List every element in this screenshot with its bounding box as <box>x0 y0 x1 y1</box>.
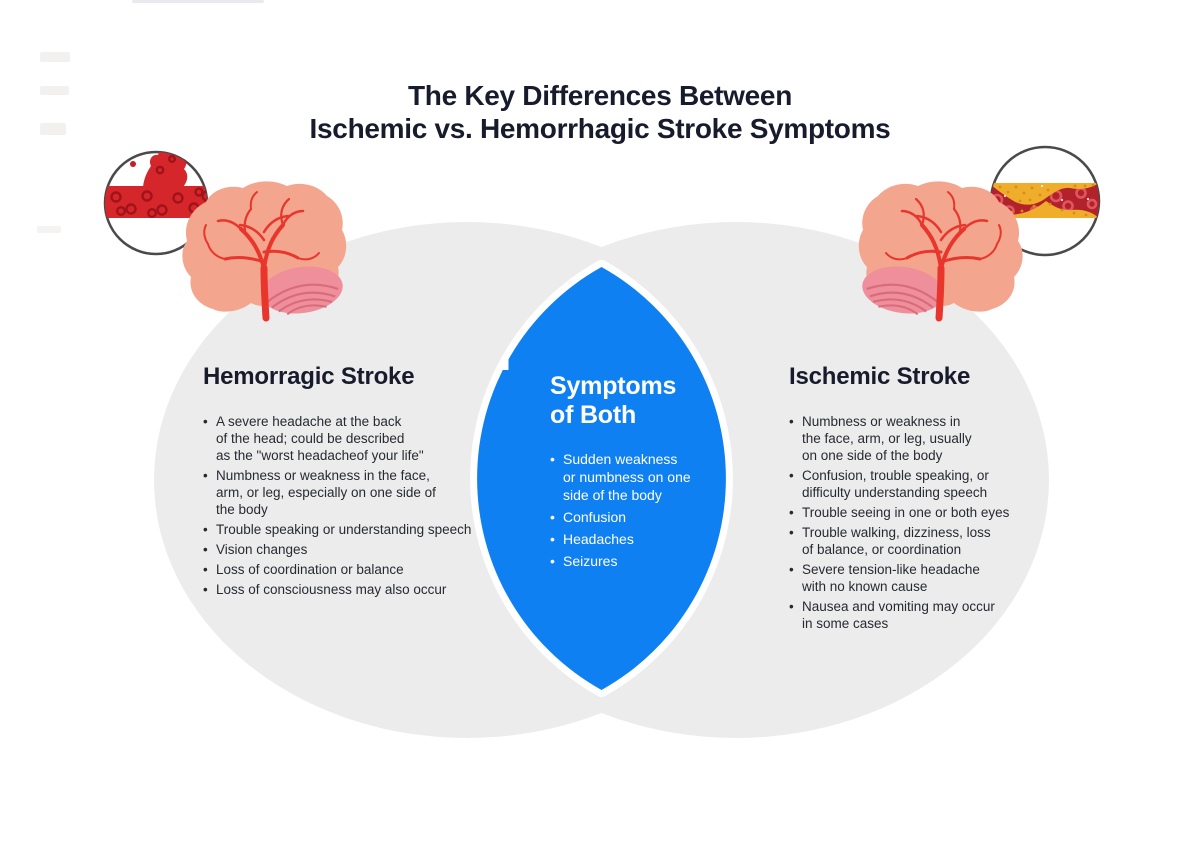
hemorrhagic-symptom-list: A severe headache at the back of the hea… <box>203 413 503 598</box>
bullet-item: Trouble speaking or understanding speech <box>203 521 503 538</box>
page-title: The Key Differences Between Ischemic vs.… <box>0 79 1200 145</box>
bullet-item: Trouble walking, dizziness, loss of bala… <box>789 524 1049 558</box>
scan-artifact <box>40 123 66 135</box>
bullet-item: Loss of consciousness may also occur <box>203 581 503 598</box>
symptoms-of-both-section: Symptoms of Both Sudden weakness or numb… <box>550 372 735 574</box>
ischemic-stroke-section: Ischemic Stroke Numbness or weakness in … <box>789 364 1049 635</box>
bullet-item: Numbness or weakness in the face, arm, o… <box>789 413 1049 464</box>
bullet-item: A severe headache at the back of the hea… <box>203 413 503 464</box>
bullet-item: Confusion <box>550 508 735 526</box>
ischemic-symptom-list: Numbness or weakness in the face, arm, o… <box>789 413 1049 632</box>
bullet-item: Loss of coordination or balance <box>203 561 503 578</box>
both-heading: Symptoms of Both <box>550 372 677 429</box>
hemorrhagic-stroke-section: Hemorragic Stroke A severe headache at t… <box>203 364 503 601</box>
ischemic-brain-icon <box>859 181 1023 318</box>
scan-artifact <box>40 52 70 62</box>
scan-artifact <box>37 226 61 233</box>
bullet-item: Severe tension-like headache with no kno… <box>789 561 1049 595</box>
hemorrhagic-brain-icon <box>182 181 346 318</box>
bullet-item: Sudden weakness or numbness on one side … <box>550 450 735 504</box>
title-line-2: Ischemic vs. Hemorrhagic Stroke Symptoms <box>309 113 891 144</box>
bullet-item: Headaches <box>550 530 735 548</box>
bullet-item: Numbness or weakness in the face, arm, o… <box>203 467 503 518</box>
title-line-1: The Key Differences Between <box>407 80 793 111</box>
hemorrhagic-heading: Hemorragic Stroke <box>203 363 415 390</box>
scan-artifact <box>132 0 264 3</box>
bullet-item: Nausea and vomiting may occur in some ca… <box>789 598 1049 632</box>
bullet-item: Vision changes <box>203 541 503 558</box>
ischemic-heading: Ischemic Stroke <box>789 363 971 390</box>
bullet-item: Confusion, trouble speaking, or difficul… <box>789 467 1049 501</box>
shared-symptom-list: Sudden weakness or numbness on one side … <box>550 450 735 570</box>
bullet-item: Seizures <box>550 552 735 570</box>
bullet-item: Trouble seeing in one or both eyes <box>789 504 1049 521</box>
scan-artifact <box>40 86 69 95</box>
